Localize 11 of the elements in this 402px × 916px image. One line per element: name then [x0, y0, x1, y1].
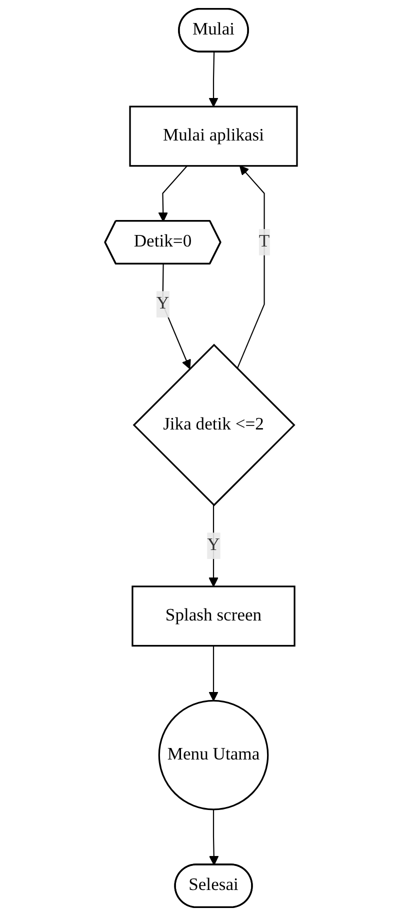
arrow	[208, 646, 218, 702]
node-diamond: Jika detik <=2	[132, 344, 296, 506]
edge-label: Y	[156, 294, 170, 314]
node-circle: Menu Utama	[158, 700, 269, 810]
edge-label: Y	[207, 536, 220, 555]
node-box: Mulai aplikasi	[129, 106, 298, 167]
node-box: Splash screen	[132, 586, 296, 647]
arrow	[209, 809, 219, 866]
arrow	[208, 52, 218, 107]
arrow	[158, 166, 188, 222]
edge-label: T	[258, 232, 270, 252]
